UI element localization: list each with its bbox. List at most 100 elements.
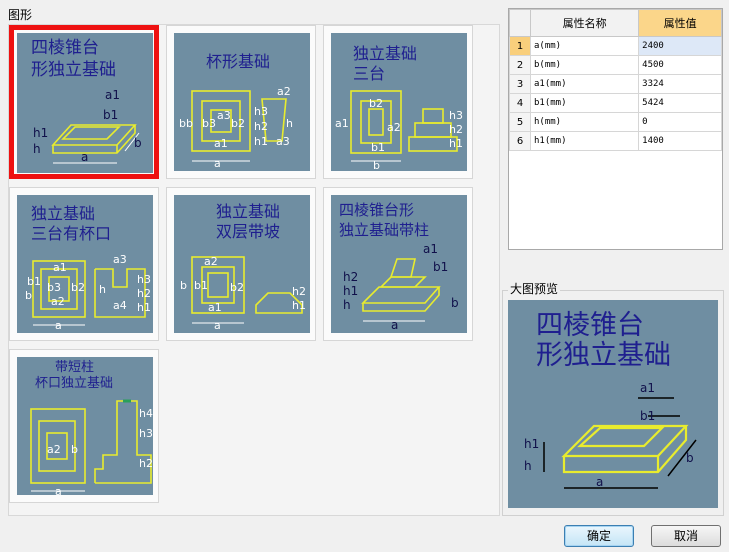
svg-text:b: b xyxy=(373,159,380,171)
svg-text:b: b xyxy=(686,451,694,465)
svg-text:a: a xyxy=(81,150,88,164)
table-row[interactable]: 3 a1(mm) 3324 xyxy=(509,74,722,94)
property-table-panel: 属性名称 属性值 1 a(mm) 2400 2 b(mm) 4500 3 a1(… xyxy=(508,8,723,250)
svg-text:a1: a1 xyxy=(208,301,222,314)
svg-text:b1: b1 xyxy=(194,279,208,292)
preview-image: 四棱锥台 形独立基础 a b a1 b1 h1 h xyxy=(508,300,718,508)
svg-text:b1: b1 xyxy=(27,275,41,288)
property-value-cell[interactable]: 5424 xyxy=(638,93,722,113)
table-row[interactable]: 1 a(mm) 2400 xyxy=(509,36,722,56)
property-value-cell[interactable]: 1400 xyxy=(638,131,722,151)
shape-tile-short-column-cup-footing[interactable]: 带短柱 杯口独立基础 a a2 b h4 h3 h2 xyxy=(9,349,159,503)
property-value-cell[interactable]: 2400 xyxy=(638,36,722,56)
svg-text:b2: b2 xyxy=(230,281,244,294)
table-row[interactable]: 4 b1(mm) 5424 xyxy=(509,93,722,113)
svg-text:a1: a1 xyxy=(423,242,438,256)
svg-text:a: a xyxy=(596,475,603,489)
svg-text:a2: a2 xyxy=(204,255,218,268)
preview-title-2: 形独立基础 xyxy=(536,340,671,371)
shape-tile-pyramid-with-column[interactable]: 四棱锥台形 独立基础带柱 a a1 b1 b h2 h1 h xyxy=(323,187,473,341)
property-value-cell[interactable]: 3324 xyxy=(638,74,722,94)
svg-text:a2: a2 xyxy=(387,121,401,134)
shape-tile-cup-footing[interactable]: 杯形基础 a3 bb b3 b2 a1 a a2 h3 h2 h h1 a3 xyxy=(166,25,316,179)
svg-text:b: b xyxy=(134,136,142,150)
svg-text:a2: a2 xyxy=(277,85,291,98)
tile-title-1: 杯形基础 xyxy=(206,52,270,71)
svg-text:h3: h3 xyxy=(137,273,151,286)
svg-text:b3: b3 xyxy=(47,281,61,294)
header-property-name[interactable]: 属性名称 xyxy=(529,9,640,37)
svg-text:h2: h2 xyxy=(139,457,153,470)
property-name-cell: b1(mm) xyxy=(529,93,640,113)
svg-text:h2: h2 xyxy=(292,285,306,298)
tile-title-1: 四棱锥台 xyxy=(31,38,99,58)
property-table: 属性名称 属性值 1 a(mm) 2400 2 b(mm) 4500 3 a1(… xyxy=(509,9,722,151)
tile-title-1: 独立基础 xyxy=(31,204,95,223)
svg-text:b2: b2 xyxy=(231,117,245,130)
tile-title-1: 独立基础 xyxy=(216,202,280,221)
preview-label: 大图预览 xyxy=(508,280,561,297)
svg-text:h2: h2 xyxy=(137,287,151,300)
svg-text:a1: a1 xyxy=(335,117,349,130)
tile-title-1: 四棱锥台形 xyxy=(339,201,414,219)
row-index: 3 xyxy=(509,74,531,94)
svg-text:a3: a3 xyxy=(217,109,231,122)
svg-text:h1: h1 xyxy=(254,135,268,148)
three-step-footing-thumbnail: 独立基础 三台 a1 b2 a2 b1 b h3 h2 h1 xyxy=(331,33,467,171)
svg-text:h1: h1 xyxy=(33,126,48,140)
table-row[interactable]: 6 h1(mm) 1400 xyxy=(509,131,722,151)
svg-text:a: a xyxy=(391,318,398,332)
svg-text:h1: h1 xyxy=(137,301,151,314)
svg-text:h3: h3 xyxy=(139,427,153,440)
header-property-value[interactable]: 属性值 xyxy=(638,9,722,37)
svg-text:b3: b3 xyxy=(202,117,216,130)
svg-text:a: a xyxy=(214,157,221,170)
property-name-cell: h1(mm) xyxy=(529,131,640,151)
svg-text:b: b xyxy=(71,443,78,456)
svg-text:h: h xyxy=(33,142,41,156)
svg-text:a: a xyxy=(214,319,221,332)
svg-text:b1: b1 xyxy=(371,141,385,154)
tile-title-1: 独立基础 xyxy=(353,44,417,63)
tile-title-1: 带短柱 xyxy=(55,360,94,375)
property-name-cell: a1(mm) xyxy=(529,74,640,94)
row-index: 2 xyxy=(509,55,531,75)
shape-gallery: 四棱锥台 形独立基础 a b a1 b1 h1 h 杯形基础 xyxy=(8,24,500,516)
ok-button[interactable]: 确定 xyxy=(564,525,634,547)
svg-text:h1: h1 xyxy=(343,284,358,298)
svg-text:h: h xyxy=(99,283,106,296)
svg-text:h2: h2 xyxy=(254,120,268,133)
svg-text:b: b xyxy=(180,279,187,292)
shape-tile-pyramid-footing[interactable]: 四棱锥台 形独立基础 a b a1 b1 h1 h xyxy=(9,25,159,179)
shape-tile-double-slope-footing[interactable]: 独立基础 双层带坡 a2 b b1 b2 a1 a h2 h1 xyxy=(166,187,316,341)
svg-text:a4: a4 xyxy=(113,299,127,312)
svg-text:b1: b1 xyxy=(103,108,118,122)
table-row[interactable]: 5 h(mm) 0 xyxy=(509,112,722,132)
svg-text:b1: b1 xyxy=(433,260,448,274)
tile-title-2: 三台有杯口 xyxy=(31,224,111,243)
cancel-button[interactable]: 取消 xyxy=(651,525,721,547)
svg-text:h: h xyxy=(286,117,293,130)
property-table-header: 属性名称 属性值 xyxy=(509,9,722,37)
property-value-cell[interactable]: 0 xyxy=(638,112,722,132)
row-index: 4 xyxy=(509,93,531,113)
shape-tile-three-step-footing[interactable]: 独立基础 三台 a1 b2 a2 b1 b h3 h2 h1 xyxy=(323,25,473,179)
row-index: 6 xyxy=(509,131,531,151)
row-index: 1 xyxy=(509,36,531,56)
double-slope-footing-thumbnail: 独立基础 双层带坡 a2 b b1 b2 a1 a h2 h1 xyxy=(174,195,310,333)
svg-text:b: b xyxy=(451,296,459,310)
tile-title-2: 三台 xyxy=(353,64,385,83)
preview-title-1: 四棱锥台 xyxy=(536,310,644,341)
svg-text:a3: a3 xyxy=(276,135,290,148)
svg-text:h: h xyxy=(524,459,532,473)
table-row[interactable]: 2 b(mm) 4500 xyxy=(509,55,722,75)
svg-text:b2: b2 xyxy=(369,97,383,110)
svg-text:h3: h3 xyxy=(254,105,268,118)
three-step-cup-footing-thumbnail: 独立基础 三台有杯口 a1 b1 b3 b2 b a2 a a3 h a4 h3… xyxy=(17,195,153,333)
short-column-cup-footing-thumbnail: 带短柱 杯口独立基础 a a2 b h4 h3 h2 xyxy=(17,357,153,495)
property-value-cell[interactable]: 4500 xyxy=(638,55,722,75)
property-name-cell: h(mm) xyxy=(529,112,640,132)
svg-text:a: a xyxy=(55,319,62,332)
shape-tile-three-step-cup-footing[interactable]: 独立基础 三台有杯口 a1 b1 b3 b2 b a2 a a3 h a4 h3… xyxy=(9,187,159,341)
svg-text:b1: b1 xyxy=(640,409,655,423)
